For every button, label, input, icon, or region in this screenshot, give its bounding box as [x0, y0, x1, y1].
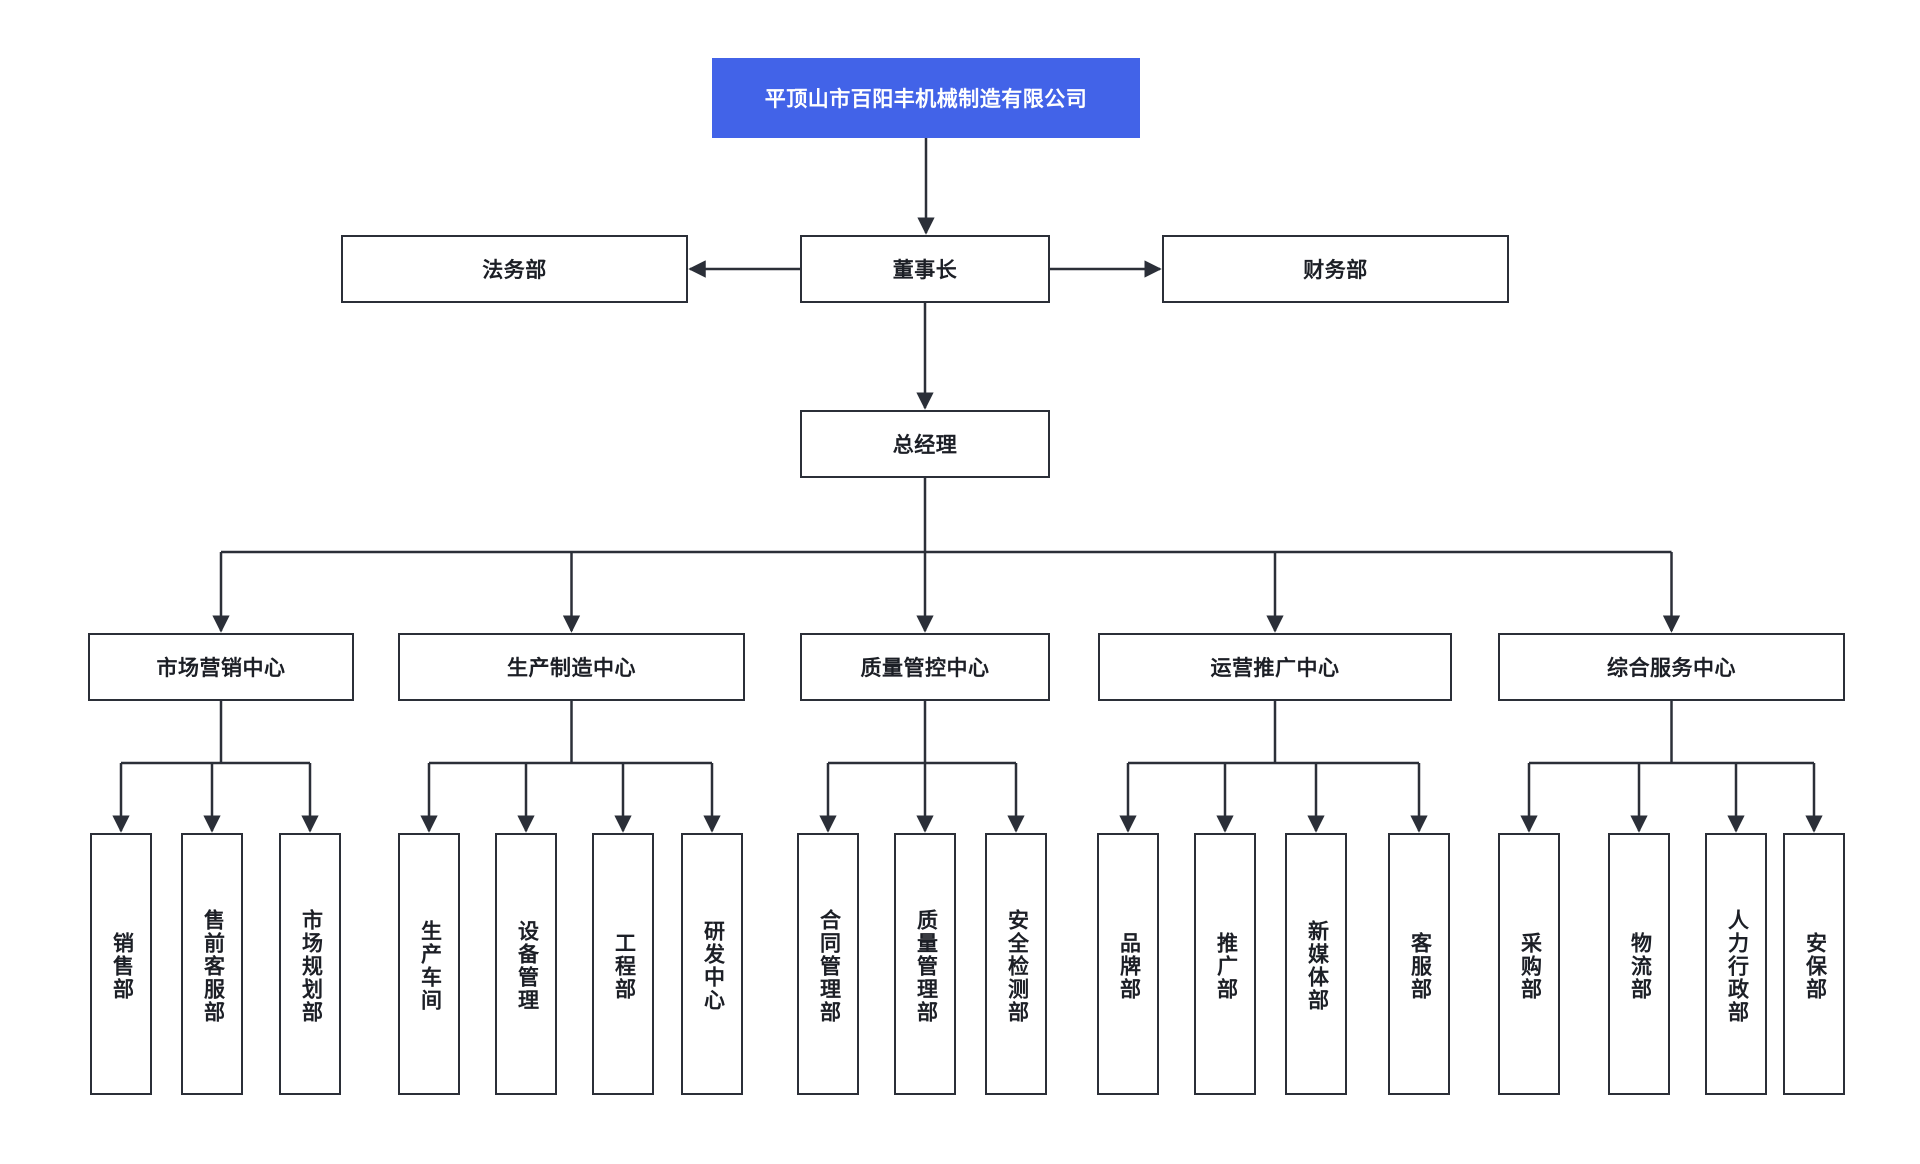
node-dept-销售部-label: 销售部 — [110, 931, 134, 1001]
node-dept-质量管理部-label: 质量管理部 — [914, 908, 938, 1024]
node-dept-采购部[interactable]: 采购部 — [1498, 833, 1560, 1095]
node-finance-dept[interactable]: 财务部 — [1162, 235, 1509, 303]
node-center-质量管控中心[interactable]: 质量管控中心 — [800, 633, 1050, 701]
node-center-生产制造中心[interactable]: 生产制造中心 — [398, 633, 745, 701]
node-dept-安全检测部-label: 安全检测部 — [1005, 908, 1029, 1024]
node-center-生产制造中心-label: 生产制造中心 — [507, 657, 636, 680]
node-dept-客服部[interactable]: 客服部 — [1388, 833, 1450, 1095]
node-dept-品牌部-label: 品牌部 — [1117, 931, 1141, 1001]
node-dept-生产车间[interactable]: 生产车间 — [398, 833, 460, 1095]
node-dept-新媒体部-label: 新媒体部 — [1305, 920, 1329, 1012]
node-general-manager-label: 总经理 — [892, 434, 958, 457]
node-dept-设备管理-label: 设备管理 — [515, 920, 539, 1012]
node-dept-推广部-label: 推广部 — [1214, 931, 1238, 1001]
node-dept-工程部[interactable]: 工程部 — [592, 833, 654, 1095]
node-dept-质量管理部[interactable]: 质量管理部 — [894, 833, 956, 1095]
node-dept-售前客服部[interactable]: 售前客服部 — [181, 833, 243, 1095]
node-center-市场营销中心-label: 市场营销中心 — [156, 657, 286, 680]
node-company-root-label: 平顶山市百阳丰机械制造有限公司 — [764, 88, 1088, 111]
node-dept-合同管理部-label: 合同管理部 — [817, 908, 841, 1024]
node-dept-物流部-label: 物流部 — [1628, 931, 1652, 1001]
node-center-市场营销中心[interactable]: 市场营销中心 — [88, 633, 354, 701]
node-chairman-label: 董事长 — [892, 259, 958, 282]
node-center-运营推广中心[interactable]: 运营推广中心 — [1098, 633, 1452, 701]
node-dept-合同管理部[interactable]: 合同管理部 — [797, 833, 859, 1095]
node-dept-安保部[interactable]: 安保部 — [1783, 833, 1845, 1095]
node-dept-人力行政部-label: 人力行政部 — [1725, 908, 1749, 1024]
node-finance-dept-label: 财务部 — [1303, 259, 1368, 282]
node-legal-dept[interactable]: 法务部 — [341, 235, 688, 303]
node-dept-市场规划部[interactable]: 市场规划部 — [279, 833, 341, 1095]
node-dept-研发中心-label: 研发中心 — [701, 920, 725, 1012]
node-dept-工程部-label: 工程部 — [612, 931, 636, 1001]
node-dept-生产车间-label: 生产车间 — [418, 920, 442, 1012]
node-center-质量管控中心-label: 质量管控中心 — [860, 657, 990, 680]
node-center-综合服务中心-label: 综合服务中心 — [1607, 657, 1736, 680]
node-center-综合服务中心[interactable]: 综合服务中心 — [1498, 633, 1845, 701]
node-dept-安保部-label: 安保部 — [1803, 931, 1827, 1001]
node-dept-安全检测部[interactable]: 安全检测部 — [985, 833, 1047, 1095]
node-dept-市场规划部-label: 市场规划部 — [299, 908, 323, 1024]
node-general-manager[interactable]: 总经理 — [800, 410, 1050, 478]
node-dept-品牌部[interactable]: 品牌部 — [1097, 833, 1159, 1095]
node-company-root[interactable]: 平顶山市百阳丰机械制造有限公司 — [712, 58, 1140, 138]
node-dept-物流部[interactable]: 物流部 — [1608, 833, 1670, 1095]
node-dept-销售部[interactable]: 销售部 — [90, 833, 152, 1095]
node-dept-新媒体部[interactable]: 新媒体部 — [1285, 833, 1347, 1095]
node-chairman[interactable]: 董事长 — [800, 235, 1050, 303]
node-dept-设备管理[interactable]: 设备管理 — [495, 833, 557, 1095]
node-dept-客服部-label: 客服部 — [1408, 931, 1432, 1001]
node-dept-售前客服部-label: 售前客服部 — [201, 908, 225, 1024]
node-dept-人力行政部[interactable]: 人力行政部 — [1705, 833, 1767, 1095]
node-dept-研发中心[interactable]: 研发中心 — [681, 833, 743, 1095]
node-dept-推广部[interactable]: 推广部 — [1194, 833, 1256, 1095]
node-dept-采购部-label: 采购部 — [1518, 931, 1542, 1001]
node-center-运营推广中心-label: 运营推广中心 — [1210, 657, 1340, 680]
node-legal-dept-label: 法务部 — [482, 259, 547, 282]
